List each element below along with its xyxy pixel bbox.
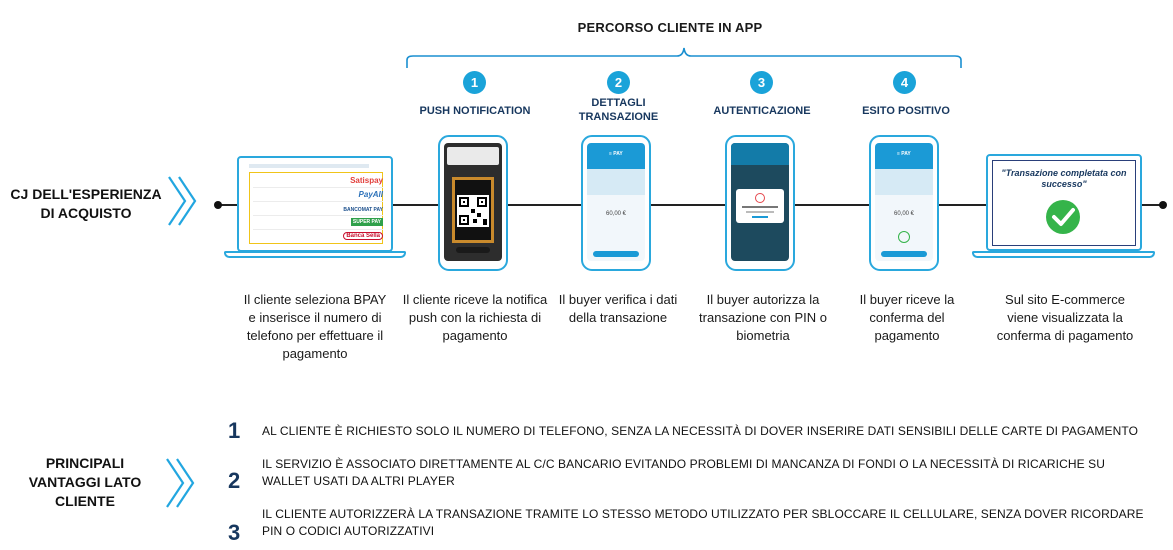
done-button[interactable]	[881, 251, 927, 257]
caption-ecommerce: Sul sito E-commerce viene visualizzata l…	[996, 292, 1134, 343]
benefit-2-line2: WALLET USATI DA ALTRI PLAYER	[262, 474, 455, 488]
step-2-title: DETTAGLI TRANSAZIONE	[578, 97, 659, 123]
benefit-2-text: IL SERVIZIO È ASSOCIATO DIRETTAMENTE AL …	[262, 456, 1162, 490]
journey-label-line1: CJ DELL'ESPERIENZA	[10, 186, 162, 202]
journey-label-line2: DI ACQUISTO	[40, 205, 132, 221]
timeline-start-dot	[214, 201, 222, 209]
laptop-base	[224, 251, 406, 258]
success-message: "Transazione completata con successo"	[1001, 168, 1127, 189]
step-1-number: 1	[463, 71, 486, 94]
caption-checkout: Il cliente seleziona BPAY e inserisce il…	[243, 292, 387, 361]
step-3-title: AUTENTICAZIONE	[713, 105, 811, 117]
benefit-3-number: 3	[228, 520, 241, 545]
checkout-screen: Satispay PayAll BANCOMAT PAY SUPER PAY B…	[243, 162, 387, 248]
qr-code-icon	[457, 195, 489, 227]
bank-option[interactable]: BANCOMAT PAY	[253, 202, 383, 216]
benefit-1-number: 1	[228, 418, 241, 443]
caption-details: Il buyer verifica i dati della transazio…	[558, 292, 678, 325]
step-4-number: 4	[893, 71, 916, 94]
confirm-button[interactable]	[593, 251, 639, 257]
timeline-line	[218, 204, 1163, 206]
journey-title: PERCORSO CLIENTE IN APP	[577, 20, 763, 35]
bank-option[interactable]: Banca Sella	[253, 230, 383, 244]
auth-dialog	[736, 189, 784, 223]
caption-authentication: Il buyer autorizza la transazione con PI…	[699, 292, 827, 343]
benefits-label: PRINCIPALI VANTAGGI LATO CLIENTE	[10, 454, 160, 511]
success-check-icon	[898, 231, 910, 243]
benefit-1-line1: AL CLIENTE È RICHIESTO SOLO IL NUMERO DI…	[262, 424, 1139, 438]
benefit-3-text: IL CLIENTE AUTORIZZERÀ LA TRANSAZIONE TR…	[262, 506, 1162, 540]
laptop-ecommerce: "Transazione completata con successo"	[986, 154, 1142, 251]
pay-logo-icon: ≡ PAY	[897, 151, 911, 157]
benefit-3-line1: IL CLIENTE AUTORIZZERÀ LA TRANSAZIONE TR…	[262, 507, 1144, 521]
bank-logo-0: Satispay	[350, 176, 383, 185]
benefit-3-line2: PIN O CODICI AUTORIZZATIVI	[262, 524, 435, 538]
step-2-number: 2	[607, 71, 630, 94]
step-3-number: 3	[750, 71, 773, 94]
bank-logo-4: Banca Sella	[343, 232, 383, 240]
laptop-base	[972, 251, 1155, 258]
bank-logo-1: PayAll	[358, 190, 383, 199]
laptop-checkout: Satispay PayAll BANCOMAT PAY SUPER PAY B…	[237, 156, 393, 252]
step-4-title: ESITO POSITIVO	[862, 105, 950, 117]
bank-option[interactable]: Satispay	[253, 174, 383, 188]
benefit-1-text: AL CLIENTE È RICHIESTO SOLO IL NUMERO DI…	[262, 423, 1162, 440]
bank-logo-3: SUPER PAY	[350, 218, 383, 226]
phone-push-notification	[438, 135, 508, 271]
bank-option[interactable]: PayAll	[253, 188, 383, 202]
caption-push: Il cliente riceve la notifica push con l…	[402, 292, 548, 343]
fingerprint-icon	[755, 193, 765, 203]
pay-logo-icon: ≡ PAY	[609, 151, 623, 157]
ecommerce-screen: "Transazione completata con successo"	[992, 160, 1136, 246]
benefits-label-line1: PRINCIPALI	[45, 455, 125, 471]
benefit-2-line1: IL SERVIZIO È ASSOCIATO DIRETTAMENTE AL …	[262, 457, 1106, 471]
chevron-right-icon	[168, 176, 197, 226]
chevron-right-icon	[166, 458, 195, 508]
bank-logo-2: BANCOMAT PAY	[343, 207, 383, 213]
benefit-2-number: 2	[228, 468, 241, 493]
journey-label: CJ DELL'ESPERIENZA DI ACQUISTO	[6, 185, 166, 223]
caption-result: Il buyer riceve la conferma del pagament…	[859, 292, 955, 343]
journey-brace	[406, 47, 962, 68]
benefits-label-line3: CLIENTE	[55, 493, 115, 509]
check-circle-icon	[1046, 200, 1080, 234]
benefits-label-line2: VANTAGGI LATO	[28, 474, 142, 490]
result-amount: 60,00 €	[893, 211, 915, 217]
phone-transaction-details: ≡ PAY 60,00 €	[581, 135, 651, 271]
phone-authentication	[725, 135, 795, 271]
transaction-amount: 60,00 €	[605, 211, 627, 217]
timeline-end-dot	[1159, 201, 1167, 209]
bank-option[interactable]: SUPER PAY	[253, 216, 383, 230]
phone-positive-result: ≡ PAY 60,00 €	[869, 135, 939, 271]
step-1-title: PUSH NOTIFICATION	[419, 105, 531, 117]
